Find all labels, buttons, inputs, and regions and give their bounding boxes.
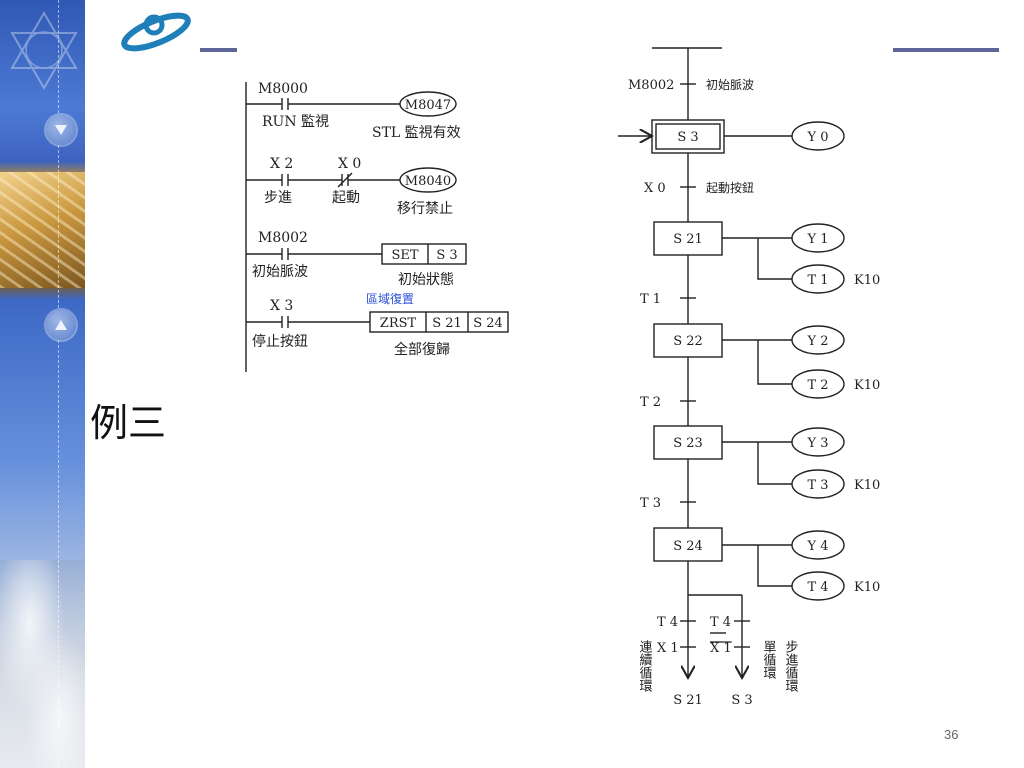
ladder-contact-m8002: M8002 [258,230,308,246]
ladder-instr-zrst: ZRST [380,316,417,331]
ladder-desc-stop: 停止按鈕 [252,333,308,350]
sfc-label-y0: Y 0 [807,130,829,145]
sfc-label-y2: Y 2 [807,334,829,349]
ladder-diagram [245,82,509,372]
sfc-transition-t1: T 1 [640,292,661,307]
sfc-init-condition-desc: 初始脈波 [706,78,754,92]
triangle-down-icon [55,125,67,135]
header-rule-right [893,48,999,52]
sfc-out-y3 [791,427,845,457]
sfc-out-y1 [791,223,845,253]
sfc-label-s24: S 24 [673,539,703,554]
sfc-branch-left-t4: T 4 [657,615,678,630]
sfc-diagram [618,47,845,678]
sfc-label-y1: Y 1 [807,232,829,247]
triangle-up-icon [55,320,67,330]
ladder-instr-set: SET [391,248,418,263]
sfc-out-y4 [791,530,845,560]
sfc-out-y0 [791,121,845,151]
sfc-transition-t3: T 3 [640,496,661,511]
sfc-preset-t4: K10 [854,580,880,595]
sfc-label-s22: S 22 [673,334,703,349]
coil-m8047 [399,91,457,117]
sfc-timer-t3 [791,469,845,499]
gold-panel-decoration [0,172,85,288]
ladder-coil-m8040: M8040 [405,174,451,189]
ladder-desc-initstate: 初始狀態 [398,271,454,288]
sfc-preset-t3: K10 [854,478,880,493]
ladder-contact-x2: X 2 [270,156,293,172]
sfc-timer-t2 [791,369,845,399]
sfc-label-t2: T 2 [807,378,828,393]
logo-icon [121,12,191,52]
coil-m8040 [399,167,457,193]
sfc-out-y2 [791,325,845,355]
page-number: 36 [944,727,959,742]
sfc-preset-t1: K10 [854,273,880,288]
sfc-timer-t4 [791,571,845,601]
ladder-desc-stl: STL 監視有效 [372,124,461,141]
sfc-branch-right-t4: T 4 [710,615,731,630]
ladder-contact-x3: X 3 [270,298,293,314]
header-rule-left [200,48,237,52]
sfc-preset-t2: K10 [854,378,880,393]
sfc-branch-left-x1: X 1 [657,641,679,656]
ladder-handwritten-note: 區域復置 [366,291,414,306]
scroll-down-button[interactable] [46,115,76,145]
sidebar-decoration [0,0,85,768]
sfc-label-s23: S 23 [673,436,703,451]
ladder-coil-m8047: M8047 [405,98,451,113]
sfc-label-x0: X 0 [644,181,666,196]
sfc-branch-left-label: 連續循環 [637,640,653,692]
sfc-label-t4: T 4 [807,580,828,595]
sfc-label-t1: T 1 [807,273,828,288]
star-decoration-icon [10,11,78,90]
ladder-desc-resetall: 全部復歸 [394,341,450,358]
sfc-label-s3: S 3 [677,130,698,145]
ladder-contact-m8000: M8000 [258,81,308,97]
set-instruction-box [381,243,467,265]
sfc-label-t3: T 3 [807,478,828,493]
sfc-branch-right-target: S 3 [731,693,752,708]
slide-title: 例三 [90,401,167,445]
zrst-instruction-box [369,311,509,333]
sfc-transition-t2: T 2 [640,395,661,410]
ladder-operand-s24: S 24 [473,316,503,331]
sfc-branch-right-x1: X 1 [710,641,732,656]
sfc-branch-left-target: S 21 [673,693,703,708]
sfc-branch-right-label1: 單循環 [761,640,777,679]
ladder-desc-start: 起動 [332,190,360,206]
sfc-label-s21: S 21 [673,232,703,247]
sfc-branch-right-label2: 步進循環 [783,640,799,692]
sidebar-dashed-line [58,0,59,768]
ladder-desc-step: 步進 [264,190,292,206]
ladder-contact-x0: X 0 [338,156,361,172]
ladder-operand-s3: S 3 [436,248,457,263]
keyboard-photo-decoration [0,560,85,768]
ladder-operand-s21: S 21 [432,316,462,331]
sfc-label-x0-desc: 起動按鈕 [706,181,754,195]
ladder-desc-initpulse: 初始脈波 [252,263,308,280]
sfc-init-condition: M8002 [628,78,674,93]
sfc-label-y4: Y 4 [807,539,829,554]
scroll-up-button[interactable] [46,310,76,340]
ladder-desc-run: RUN 監視 [262,113,329,130]
ladder-desc-inhibit: 移行禁止 [397,201,453,217]
sfc-label-y3: Y 3 [807,436,829,451]
sfc-timer-t1 [791,264,845,294]
